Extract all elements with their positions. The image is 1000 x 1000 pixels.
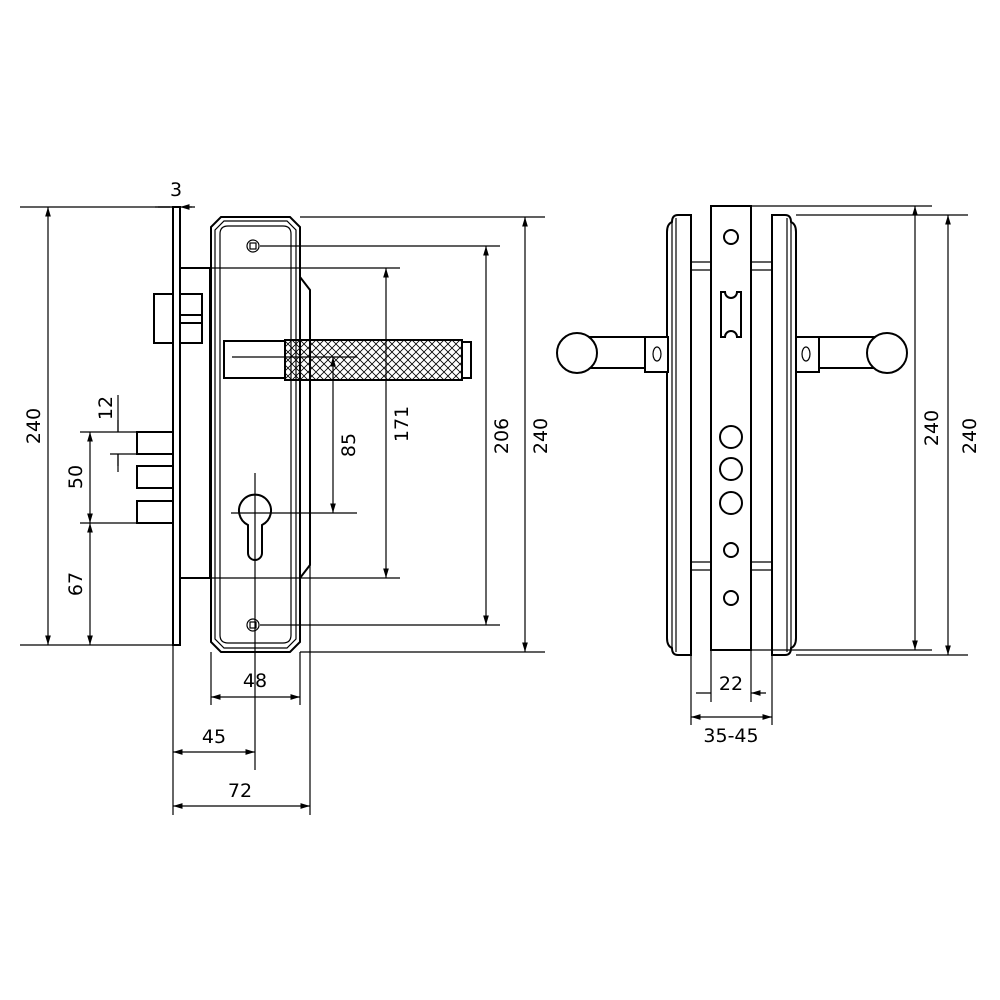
lever-handle: [223, 339, 472, 381]
deadbolt-2: [136, 465, 174, 489]
dim-48: 48: [243, 670, 267, 692]
screw-icon: [246, 239, 260, 253]
dim-171: 171: [391, 406, 413, 442]
dim-85: 85: [338, 433, 360, 457]
dim-22: 22: [719, 673, 743, 695]
dim-3: 3: [170, 179, 182, 201]
dim-240-left: 240: [23, 408, 45, 444]
dim-50: 50: [65, 465, 87, 489]
handle-right: [795, 332, 908, 374]
dim-206: 206: [491, 418, 513, 454]
dim-45: 45: [202, 726, 226, 748]
rosette-left: [666, 214, 692, 656]
dim-35-45: 35-45: [703, 725, 758, 747]
dim-240-plate: 240: [921, 410, 943, 446]
side-view: 240 240 22 35-45: [556, 205, 981, 747]
dim-240-side: 240: [959, 418, 981, 454]
rosette-right: [771, 214, 797, 656]
dim-12: 12: [95, 396, 117, 420]
dim-72: 72: [228, 780, 252, 802]
dim-67: 67: [65, 572, 87, 596]
escutcheon: [210, 216, 301, 653]
lock-faceplate: [710, 205, 752, 651]
faceplate: [172, 206, 181, 646]
screw-icon: [246, 618, 260, 632]
dim-240-escutcheon: 240: [530, 418, 552, 454]
front-view: 3 240 12 50 67 85 171 206 240 48 45 72: [20, 179, 552, 815]
body-edge: [299, 276, 311, 579]
deadbolt-3: [136, 500, 174, 524]
deadbolt-1: [136, 431, 174, 455]
handle-left: [556, 332, 669, 374]
latch-slot: [720, 291, 742, 338]
